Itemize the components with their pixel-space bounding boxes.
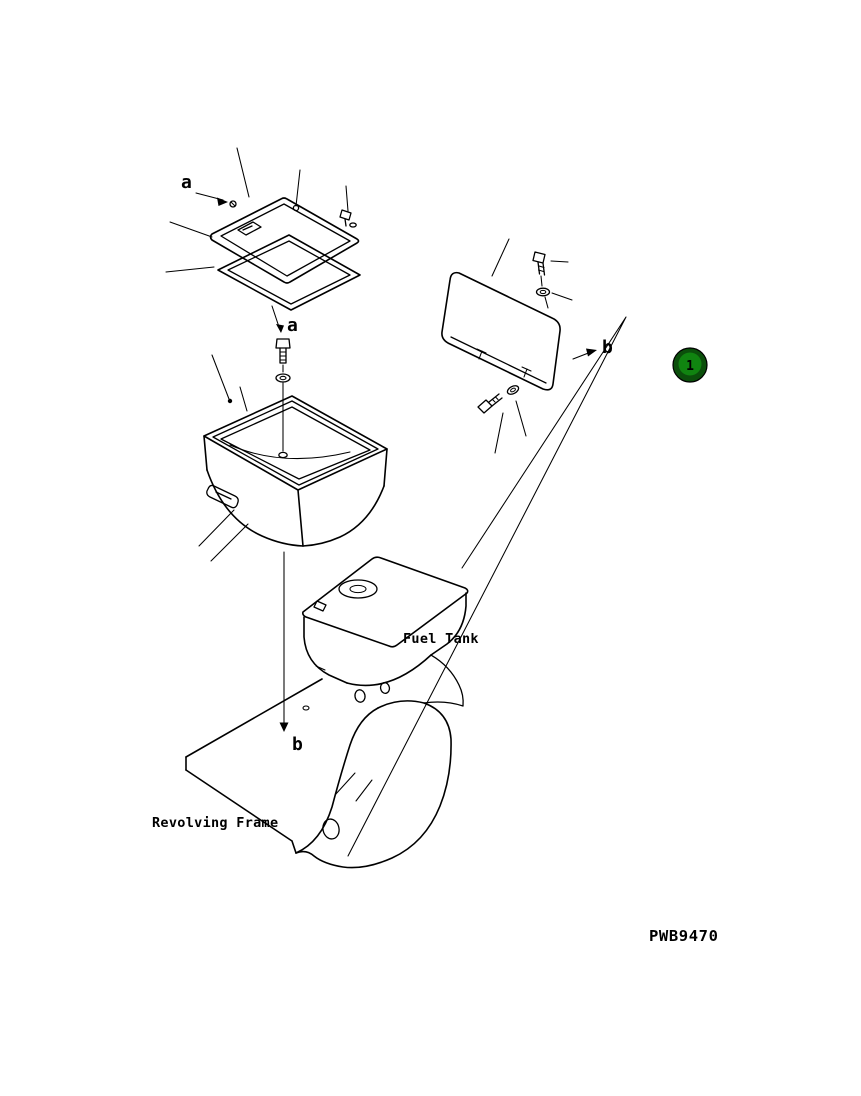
lid-bolt-right-washer (349, 222, 357, 228)
tank-filler-inner (349, 584, 367, 594)
callout-center[interactable] (678, 352, 702, 376)
frame-hole-bracket (322, 818, 340, 840)
box-interior-line (229, 444, 351, 460)
cover-lid-assembly (209, 197, 360, 284)
side-panel (441, 271, 561, 391)
tank-tick-mark (315, 665, 326, 671)
gasket-seal (217, 234, 361, 311)
arrowhead-b-bottom (279, 722, 289, 732)
panel-top-washer-inner (539, 289, 547, 295)
callout-number[interactable]: 1 (686, 359, 694, 374)
construction-lines (283, 316, 627, 857)
arrowhead-b-right (586, 348, 597, 357)
tank-fitting (313, 600, 327, 612)
leader-lines (165, 147, 573, 802)
frame-right-plateau (423, 654, 464, 707)
washer-outer (275, 373, 291, 383)
box-bottom-left-curve (206, 469, 304, 547)
fuel-tank-body (302, 556, 469, 687)
panel-bottom-bolt-assembly (477, 385, 520, 414)
gasket-outer-outline (217, 234, 361, 311)
revolving-frame-body (185, 654, 464, 869)
tank-right-front-edge (430, 592, 467, 656)
frame-mount-hole-b (302, 705, 310, 711)
lid-screw-mid (292, 204, 300, 212)
gasket-inner-outline (227, 240, 351, 305)
panel-thickness-line (450, 336, 547, 384)
label-view-a-mid: a (287, 315, 298, 336)
box-rim-outer (203, 395, 388, 491)
lid-outer-outline (209, 197, 360, 284)
box-body (203, 395, 388, 547)
panel-top-bolt-assembly (532, 251, 551, 309)
mount-bolt-assembly (275, 338, 291, 459)
lid-screw-left (229, 200, 237, 208)
lid-inner-outline (220, 203, 351, 277)
panel-bottom-bolt-shaft (488, 393, 503, 407)
lid-screw-left-slot (230, 201, 236, 207)
panel-top-bolt-shaft (537, 261, 546, 276)
panel-outline (441, 271, 561, 391)
lid-bolt-right (339, 209, 352, 227)
panel-bottom-bolt-threads (491, 396, 499, 403)
bolt-hole-receiver (278, 451, 288, 459)
panel-bolt-marks (476, 348, 532, 378)
panel-top-bolt-head (532, 251, 546, 264)
panel-top-washer-outer (535, 287, 551, 297)
washer-inner (279, 375, 287, 381)
frame-hole-upper-left (354, 689, 366, 703)
frame-top-edge (185, 678, 323, 758)
frame-hole-upper-right (379, 681, 391, 695)
panel-top-bolt-axis (540, 275, 549, 309)
drawing-number: PWB9470 (649, 927, 719, 945)
tank-top-face (302, 556, 469, 648)
arrowhead-a-mid (276, 324, 284, 333)
frame-right-bracket (295, 700, 452, 869)
rivet-dot (227, 398, 233, 404)
tank-filler-outer (338, 579, 378, 599)
label-view-a-top: a (181, 172, 192, 193)
box-rim-mid (212, 400, 379, 486)
box-bottom-right-curve (302, 485, 385, 547)
label-fuel-tank: Fuel Tank (403, 631, 479, 647)
tank-bottom-front-edge (346, 654, 432, 687)
box-latch (206, 484, 239, 509)
box-side-edges (203, 435, 388, 547)
frame-inner-s-curve (295, 707, 379, 854)
label-revolving-frame: Revolving Frame (152, 815, 278, 831)
bolt-head (275, 338, 291, 349)
arrowhead-a-top (217, 197, 228, 206)
frame-bottom-edge (185, 769, 297, 854)
tank-left-front-edge (303, 616, 348, 684)
panel-bottom-washer-inner (510, 387, 516, 393)
panel-bottom-washer-outer (506, 385, 520, 395)
bolt-threads (279, 351, 287, 361)
label-view-b-bottom: b (292, 734, 303, 755)
label-view-b-right: b (602, 337, 613, 358)
part-callout-1[interactable]: 1 (672, 347, 708, 383)
panel-top-bolt-threads (537, 265, 545, 273)
lid-handle (237, 221, 262, 236)
box-rim-inner (220, 406, 371, 480)
